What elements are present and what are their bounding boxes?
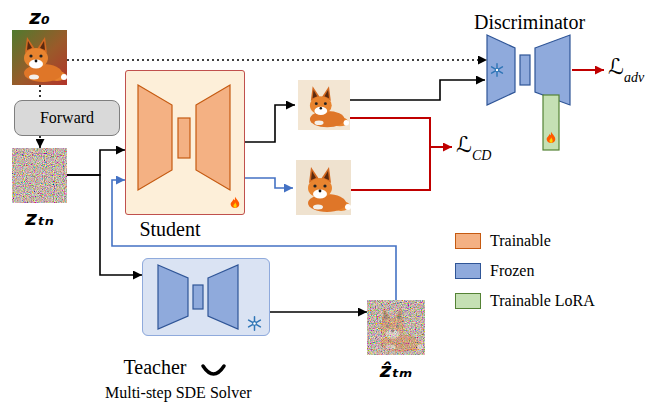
network-frame: Discriminator (487, 35, 572, 105)
unet-encoder (487, 35, 515, 105)
loss-symbol: ℒ (608, 55, 624, 80)
network-name: Student (139, 218, 200, 240)
noisy-image (12, 148, 67, 203)
image-frame: zₜₙ (12, 148, 67, 203)
connector-arrow (67, 175, 142, 275)
loss-arrow (351, 147, 430, 190)
network-box: Teacher (142, 258, 270, 336)
connector-arrow (270, 311, 367, 313)
connector-arrow (67, 59, 487, 61)
frozen-icon (249, 317, 261, 331)
clean-image (12, 30, 67, 85)
unet-encoder (138, 85, 172, 190)
noise-picture (12, 148, 67, 203)
legend-row: Trainable LoRA (455, 290, 595, 312)
unet-bottleneck (193, 285, 203, 309)
unet-encoder (158, 265, 188, 329)
image-background (296, 160, 351, 215)
image-background (12, 30, 67, 85)
image-background (298, 80, 350, 130)
legend-swatch (455, 293, 481, 309)
variable-label: ẑₜₘ (380, 359, 413, 381)
legend-row: Frozen (455, 260, 595, 282)
loss-subscript: CD (472, 148, 491, 164)
box-fill (142, 258, 270, 336)
fox-picture (24, 37, 67, 82)
network-box: Student (125, 70, 245, 215)
image-frame: ẑₜₘ (367, 300, 425, 355)
student-network (125, 70, 245, 215)
legend-text: Trainable LoRA (490, 292, 595, 310)
loss-arrow (350, 118, 452, 147)
teacher-noisy-image (367, 300, 425, 355)
network-name: Discriminator (474, 11, 585, 33)
connector-arrow (39, 85, 41, 100)
student-outputs (296, 80, 351, 215)
discriminator-network (487, 35, 570, 150)
output-arrow (245, 105, 295, 142)
legend-row: Trainable (455, 230, 595, 252)
discriminator-input-arrow (350, 80, 485, 100)
variable-label: z₀ (29, 6, 49, 28)
connector-arrow (112, 180, 396, 300)
legend-text: Frozen (490, 262, 534, 280)
fox-picture (310, 86, 349, 127)
teacher-network (142, 258, 270, 336)
process-name: Forward (40, 109, 94, 127)
unet-decoder (196, 85, 230, 190)
legend: TrainableFrozenTrainable LoRA (455, 230, 595, 320)
legend-text: Trainable (490, 232, 551, 250)
loss-symbol: ℒ (456, 133, 472, 158)
connector-arrow (67, 150, 125, 175)
box-fill (125, 70, 245, 215)
frozen-icon (492, 64, 503, 77)
solver-caption: Multi-step SDE Solver (105, 384, 252, 402)
trainable-icon (231, 197, 240, 208)
fox-picture (308, 167, 351, 212)
process-box: Forward (14, 100, 120, 136)
solver-loop-symbol (203, 366, 224, 374)
unet-bottleneck (520, 55, 530, 85)
output-arrow (245, 178, 293, 188)
noise-picture (367, 300, 425, 355)
lora-head (543, 95, 559, 150)
network-name: Teacher (124, 356, 187, 378)
variable-label: zₜₙ (25, 207, 54, 229)
fox-picture (381, 307, 424, 352)
unet-bottleneck (178, 118, 190, 158)
image-frame: z₀ (12, 30, 67, 85)
trainable-icon (547, 132, 556, 143)
legend-swatch (455, 263, 481, 279)
legend-swatch (455, 233, 481, 249)
output-wires (203, 70, 604, 374)
unet-decoder (208, 265, 238, 329)
connector-arrow (39, 136, 41, 148)
loss-arrow (572, 69, 604, 71)
loss-subscript: adv (624, 70, 644, 86)
